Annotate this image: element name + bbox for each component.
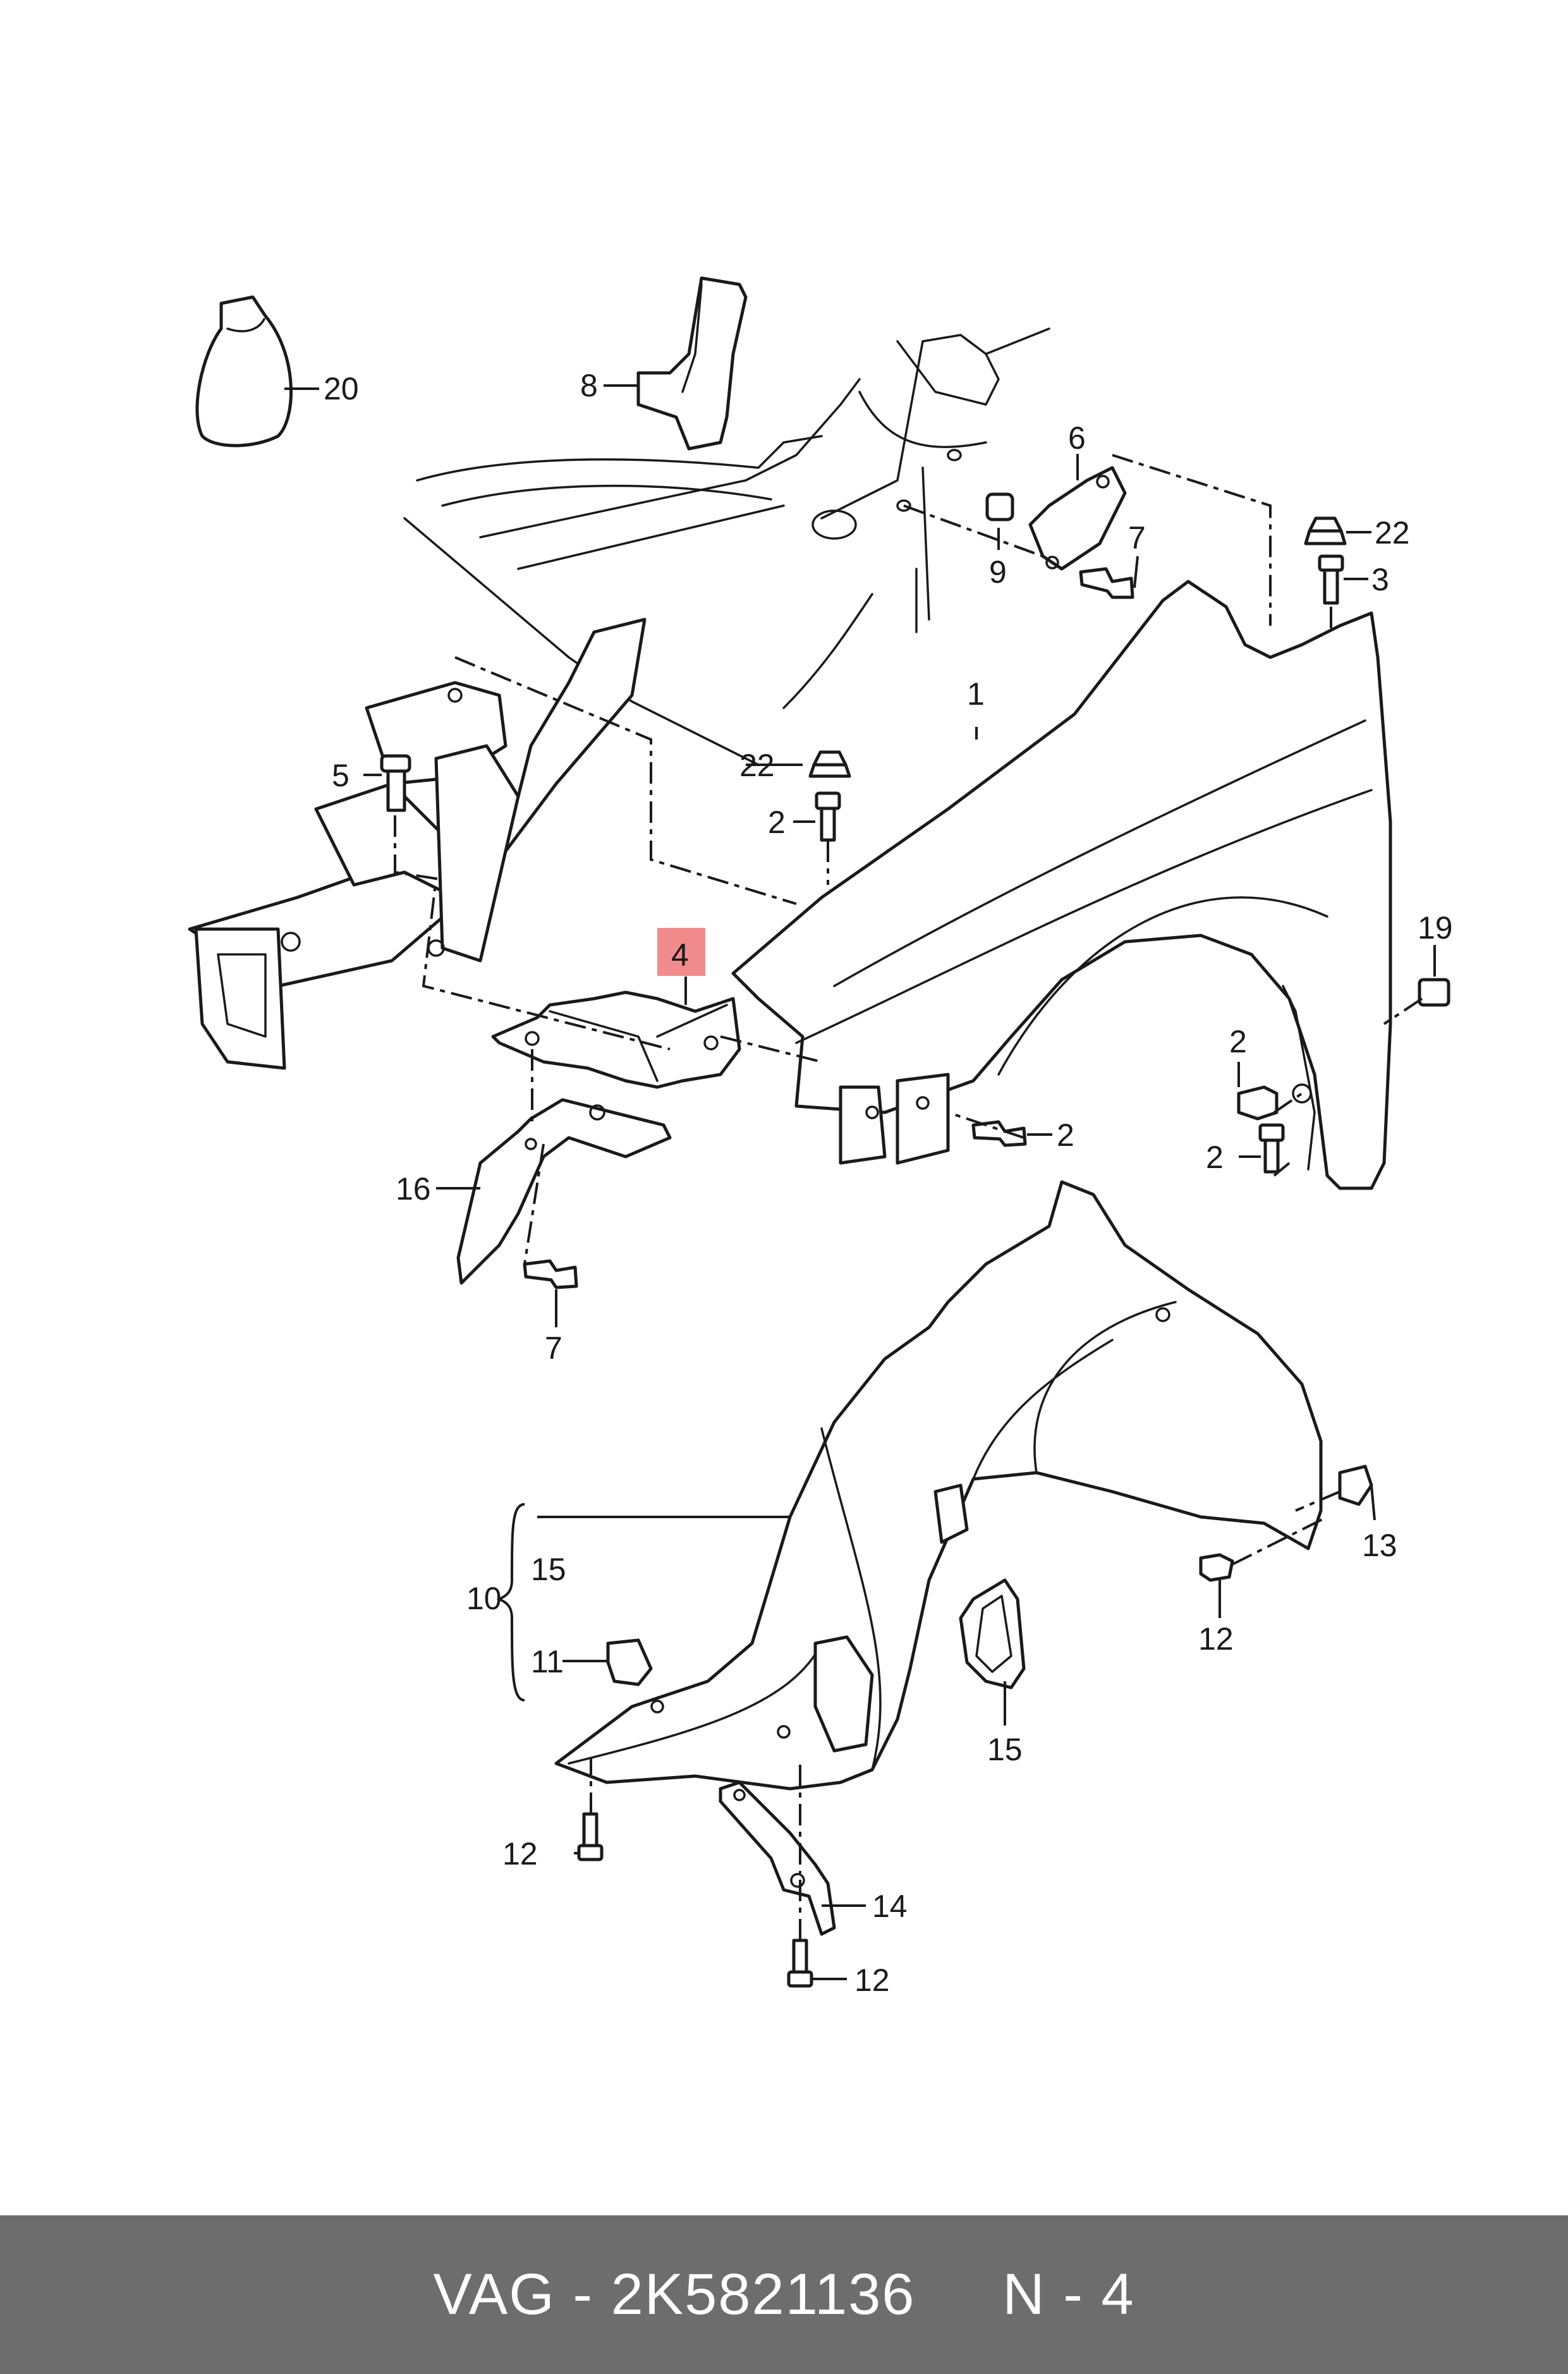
part-7-bolt-lower bbox=[523, 1259, 578, 1289]
part-20-protective-cap bbox=[195, 295, 293, 447]
part-2-bolt-wheel-lower bbox=[1258, 1123, 1285, 1174]
callout-2-lower-center: 2 bbox=[1057, 1117, 1074, 1153]
part-number-caption: VAG - 2K5821136 N - 4 bbox=[433, 2262, 1135, 2327]
callout-10: 10 bbox=[466, 1581, 502, 1616]
callout-1: 1 bbox=[967, 676, 985, 712]
body-frame bbox=[188, 327, 1050, 1070]
callout-2-wheel-lower: 2 bbox=[1206, 1140, 1224, 1175]
part-15-grommet bbox=[959, 1578, 1026, 1689]
footer-bar: VAG - 2K5821136 N - 4 bbox=[0, 2215, 1568, 2374]
part-2-bolt-middle bbox=[815, 791, 841, 842]
callout-20: 20 bbox=[324, 371, 359, 406]
part-4-bracket bbox=[491, 990, 741, 1089]
part-14-bracket bbox=[719, 1780, 836, 1936]
callout-16: 16 bbox=[396, 1171, 431, 1207]
callout-7-upper: 7 bbox=[1128, 520, 1146, 556]
part-3-screw bbox=[1318, 554, 1344, 605]
callout-labels: 20 8 6 9 7 22 3 1 22 2 5 4 19 2 2 2 16 7… bbox=[324, 368, 1453, 1998]
callout-2-middle: 2 bbox=[768, 805, 786, 840]
callout-8: 8 bbox=[580, 368, 598, 403]
callout-12-bottom: 12 bbox=[854, 1963, 890, 1998]
part-13-clip bbox=[1338, 1464, 1373, 1506]
part-12-screw-left bbox=[577, 1812, 604, 1861]
part-16-support-bracket bbox=[456, 1098, 672, 1285]
part-11-clip bbox=[606, 1638, 653, 1686]
part-8-bracket bbox=[636, 276, 748, 451]
part-2-bolt-wheel-upper bbox=[1237, 1085, 1279, 1121]
callout-14: 14 bbox=[872, 1889, 908, 1924]
part-1-front-fender bbox=[731, 580, 1392, 1190]
callout-22-upper: 22 bbox=[1375, 515, 1410, 551]
part-22-clip-middle bbox=[808, 750, 851, 778]
callout-11: 11 bbox=[531, 1644, 564, 1679]
part-6-mounting-bracket bbox=[1028, 466, 1127, 571]
part-10-wheel-housing-liner bbox=[554, 1180, 1323, 1791]
parts-diagram: 20 8 6 9 7 22 3 1 22 2 5 4 19 2 2 2 16 7… bbox=[188, 276, 1453, 1998]
part-9-nut bbox=[985, 492, 1014, 521]
part-12-screw-bottom bbox=[787, 1939, 813, 1988]
callout-7-lower: 7 bbox=[545, 1330, 562, 1366]
callout-4: 4 bbox=[671, 937, 689, 973]
callout-12-left: 12 bbox=[502, 1836, 538, 1872]
part-7-bolt-upper bbox=[1079, 567, 1134, 599]
callout-6: 6 bbox=[1068, 420, 1086, 456]
part-19-nut bbox=[1418, 978, 1450, 1007]
callout-15-left: 15 bbox=[531, 1552, 566, 1587]
part-22-clip-upper bbox=[1304, 516, 1347, 545]
part-2-bolt-lower-center bbox=[971, 1120, 1027, 1147]
callout-9: 9 bbox=[989, 554, 1007, 590]
callout-5: 5 bbox=[332, 758, 349, 793]
assembly-lines bbox=[394, 454, 1423, 1940]
callout-15-right: 15 bbox=[987, 1732, 1023, 1767]
callout-19: 19 bbox=[1418, 910, 1453, 946]
callout-12-right: 12 bbox=[1198, 1621, 1234, 1657]
part-5-bolt bbox=[380, 754, 411, 812]
leader-lines bbox=[284, 384, 1436, 1980]
callout-13: 13 bbox=[1362, 1528, 1397, 1563]
callout-2-wheel-upper: 2 bbox=[1229, 1024, 1247, 1059]
part-12-screw-right bbox=[1199, 1553, 1234, 1582]
callout-22-middle: 22 bbox=[739, 748, 775, 783]
callout-3: 3 bbox=[1371, 562, 1389, 597]
highlight-box-part-4 bbox=[657, 928, 705, 976]
